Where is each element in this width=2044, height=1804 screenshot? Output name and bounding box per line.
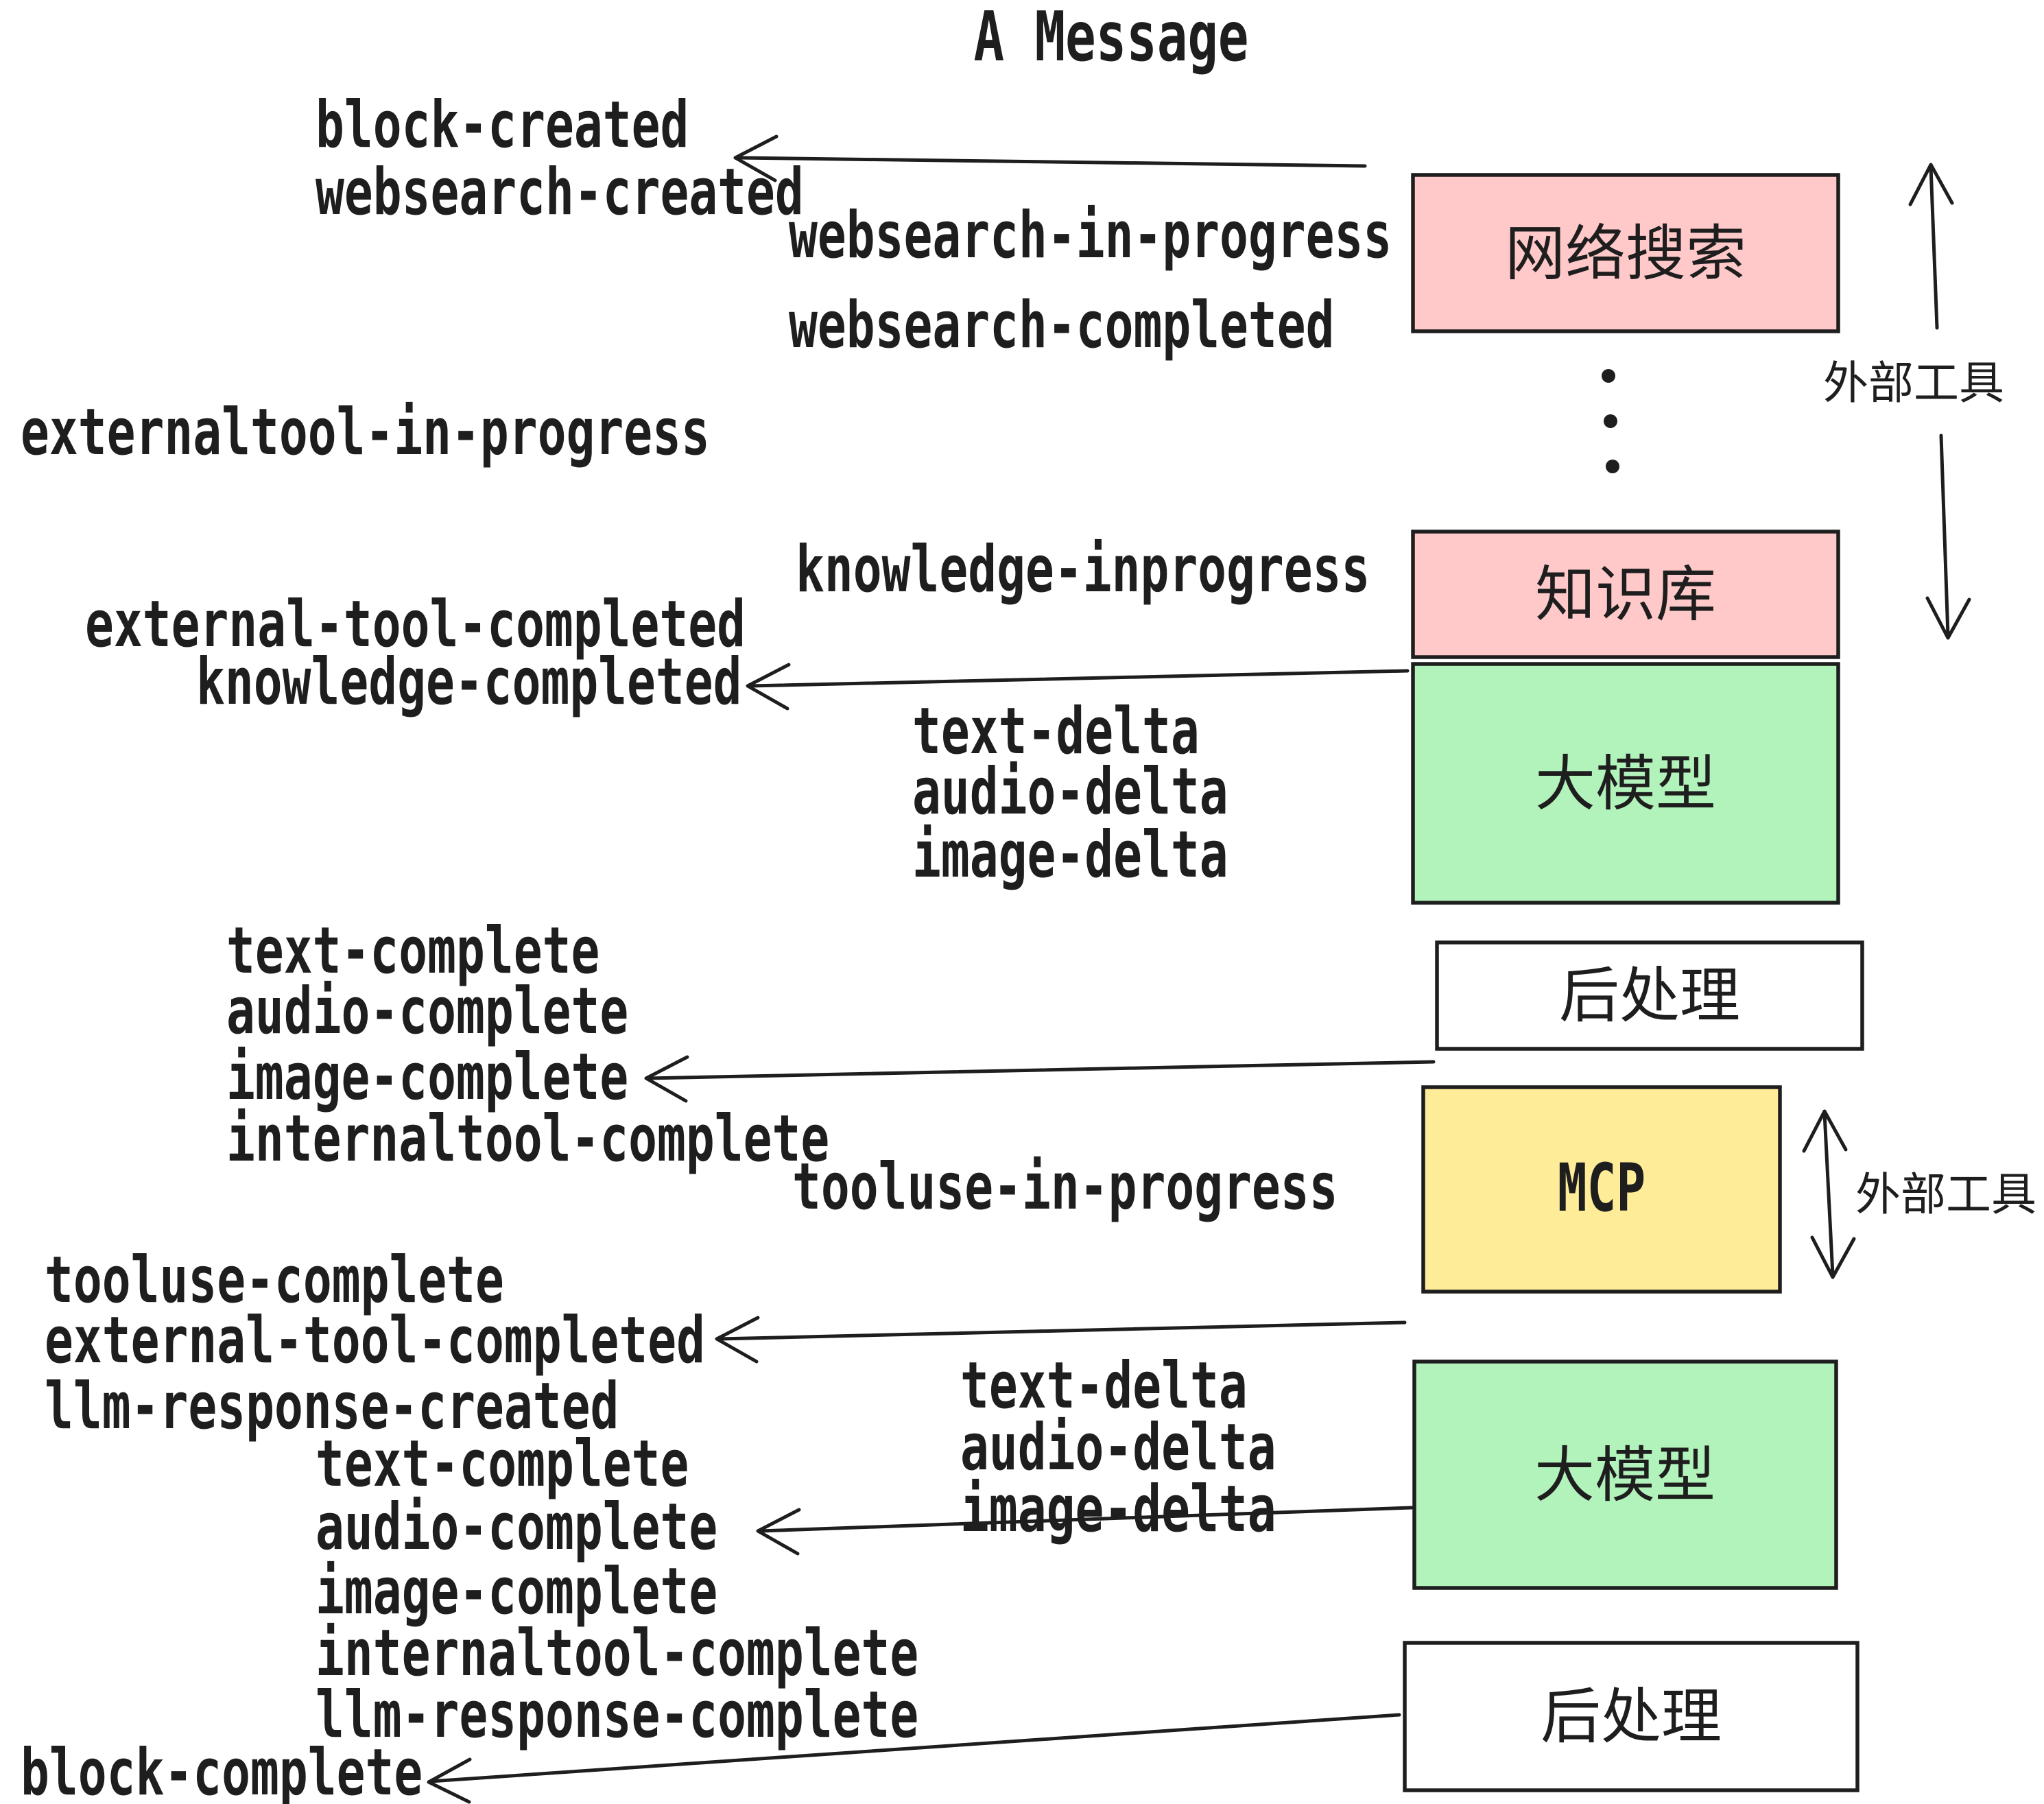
diagram-title: A Message <box>974 0 1249 77</box>
websearch-box-label: 网络搜索 <box>1505 218 1746 289</box>
llm-box-top-label: 大模型 <box>1535 748 1716 819</box>
arrow-image-complete-head <box>644 1055 689 1103</box>
arrow-image-complete <box>646 1060 1436 1080</box>
event-block-complete: block-complete <box>21 1735 423 1804</box>
event-text-delta-2: text-delta <box>960 1349 1248 1423</box>
external-tools-mid-arrow-down-head <box>1810 1235 1856 1279</box>
event-audio-complete-1: audio-complete <box>226 974 628 1049</box>
llm-box-top <box>1411 662 1840 905</box>
event-arrows <box>427 134 1436 1804</box>
event-audio-complete-2: audio-complete <box>316 1490 717 1565</box>
event-internaltool-complete-2: internaltool-complete <box>316 1616 918 1691</box>
external-tools-mid-arrow-up-head <box>1802 1109 1848 1153</box>
arrow-block-complete-head <box>427 1757 472 1804</box>
postprocess-box-bottom <box>1403 1641 1859 1792</box>
knowledge-box <box>1411 530 1840 659</box>
external-tools-mid-label: 外部工具 <box>1855 1168 2036 1221</box>
dot-2 <box>1604 414 1617 428</box>
event-external-tool-completed-2: external-tool-completed <box>45 1303 705 1378</box>
event-labels: block-created websearch-created websearc… <box>21 88 1392 1804</box>
event-block-created: block-created <box>316 88 689 163</box>
websearch-box <box>1411 173 1840 333</box>
external-tools-top-label: 外部工具 <box>1823 357 2004 410</box>
external-tools-top-arrow-down <box>1939 434 1950 638</box>
external-tools-top-arrow-up <box>1929 165 1939 330</box>
event-image-complete-1: image-complete <box>226 1040 628 1115</box>
dot-1 <box>1602 369 1615 383</box>
arrow-tooluse-complete <box>717 1320 1407 1341</box>
arrow-knowledge-completed-head <box>746 663 791 711</box>
knowledge-box-label: 知识库 <box>1535 559 1716 630</box>
mcp-box <box>1421 1085 1782 1294</box>
external-tools-top-arrow-up-head <box>1908 163 1954 206</box>
event-externaltool-in-progress: externaltool-in-progress <box>21 395 710 470</box>
event-text-delta-1: text-delta <box>912 694 1200 769</box>
arrow-websearch-created <box>735 156 1367 168</box>
postprocess-box-top <box>1435 940 1864 1051</box>
arrow-websearch-created-head <box>733 134 779 182</box>
mcp-box-label: MCP <box>1558 1150 1645 1226</box>
arrow-audio-complete-head <box>756 1508 801 1556</box>
arrow-tooluse-complete-head <box>715 1316 760 1364</box>
event-knowledge-inprogress: knowledge-inprogress <box>796 532 1370 607</box>
event-websearch-completed: websearch-completed <box>789 288 1335 363</box>
arrow-knowledge-completed <box>748 669 1410 688</box>
event-text-complete-2: text-complete <box>316 1427 689 1502</box>
event-audio-delta-1: audio-delta <box>912 755 1228 829</box>
postprocess-box-top-label: 后处理 <box>1559 960 1740 1031</box>
arrow-audio-complete <box>758 1506 1414 1533</box>
event-llm-response-complete: llm-response-complete <box>316 1678 918 1753</box>
postprocess-box-bottom-label: 后处理 <box>1541 1681 1722 1752</box>
dot-3 <box>1606 460 1619 473</box>
ellipsis-dots <box>1602 369 1619 473</box>
event-knowledge-completed: knowledge-completed <box>196 645 742 720</box>
event-tooluse-in-progress: tooluse-in-progress <box>792 1150 1338 1224</box>
event-websearch-created: websearch-created <box>316 155 804 230</box>
event-websearch-in-progress: websearch-in-progress <box>789 198 1392 273</box>
event-image-delta-1: image-delta <box>912 818 1228 892</box>
event-image-complete-2: image-complete <box>316 1554 717 1629</box>
event-llm-response-created: llm-response-created <box>45 1369 619 1444</box>
event-tooluse-complete: tooluse-complete <box>45 1243 504 1318</box>
side-annotations: 外部工具 外部工具 <box>1802 163 2036 1279</box>
arrow-block-complete <box>429 1713 1401 1783</box>
external-tools-top-arrow-down-head <box>1925 596 1971 640</box>
event-internaltool-complete-1: internaltool-complete <box>226 1102 829 1176</box>
component-boxes: 网络搜索 知识库 大模型 后处理 MCP 大模型 后处理 <box>1403 173 1864 1792</box>
event-audio-delta-2: audio-delta <box>960 1410 1276 1485</box>
llm-box-bottom <box>1412 1360 1838 1590</box>
external-tools-mid-arrow <box>1822 1111 1835 1277</box>
llm-box-bottom-label: 大模型 <box>1534 1440 1715 1510</box>
event-external-tool-completed: external-tool-completed <box>85 587 746 662</box>
event-text-complete-1: text-complete <box>226 914 599 988</box>
event-image-delta-2: image-delta <box>960 1472 1276 1547</box>
